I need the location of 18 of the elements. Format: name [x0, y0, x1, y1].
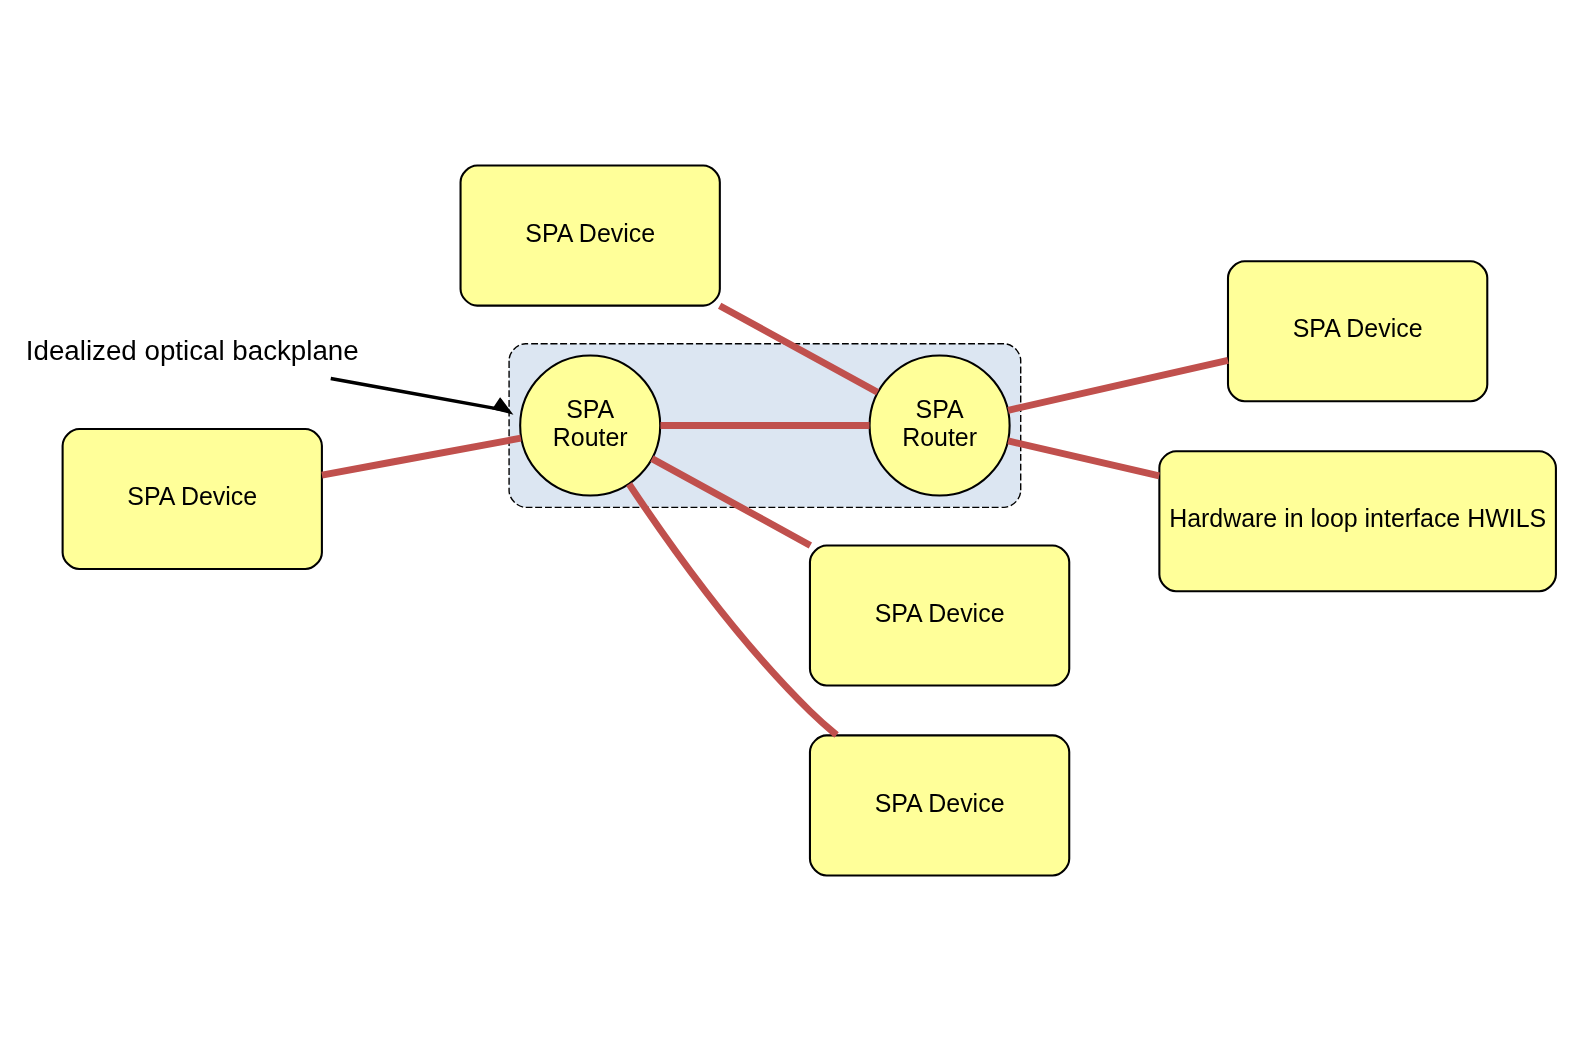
- node-circle: SPA Router: [519, 354, 662, 497]
- connector: [626, 482, 839, 738]
- connector: [660, 422, 870, 429]
- node-box: SPA Device: [61, 427, 323, 571]
- cluster: [508, 343, 1022, 509]
- node-box: SPA Device: [1226, 260, 1489, 403]
- arrow: [330, 376, 514, 415]
- connector: [650, 455, 813, 549]
- node-text: Idealized optical backplane: [25, 335, 359, 367]
- node-box: Hardware in loop interface HWILS: [1158, 450, 1557, 593]
- connector: [718, 302, 880, 396]
- node-circle: SPA Router: [868, 354, 1011, 497]
- connector: [321, 434, 522, 479]
- connector: [1007, 437, 1160, 480]
- node-box: SPA Device: [808, 544, 1071, 687]
- node-box: SPA Device: [459, 164, 721, 307]
- node-box: SPA Device: [808, 734, 1071, 877]
- connector: [1007, 357, 1229, 414]
